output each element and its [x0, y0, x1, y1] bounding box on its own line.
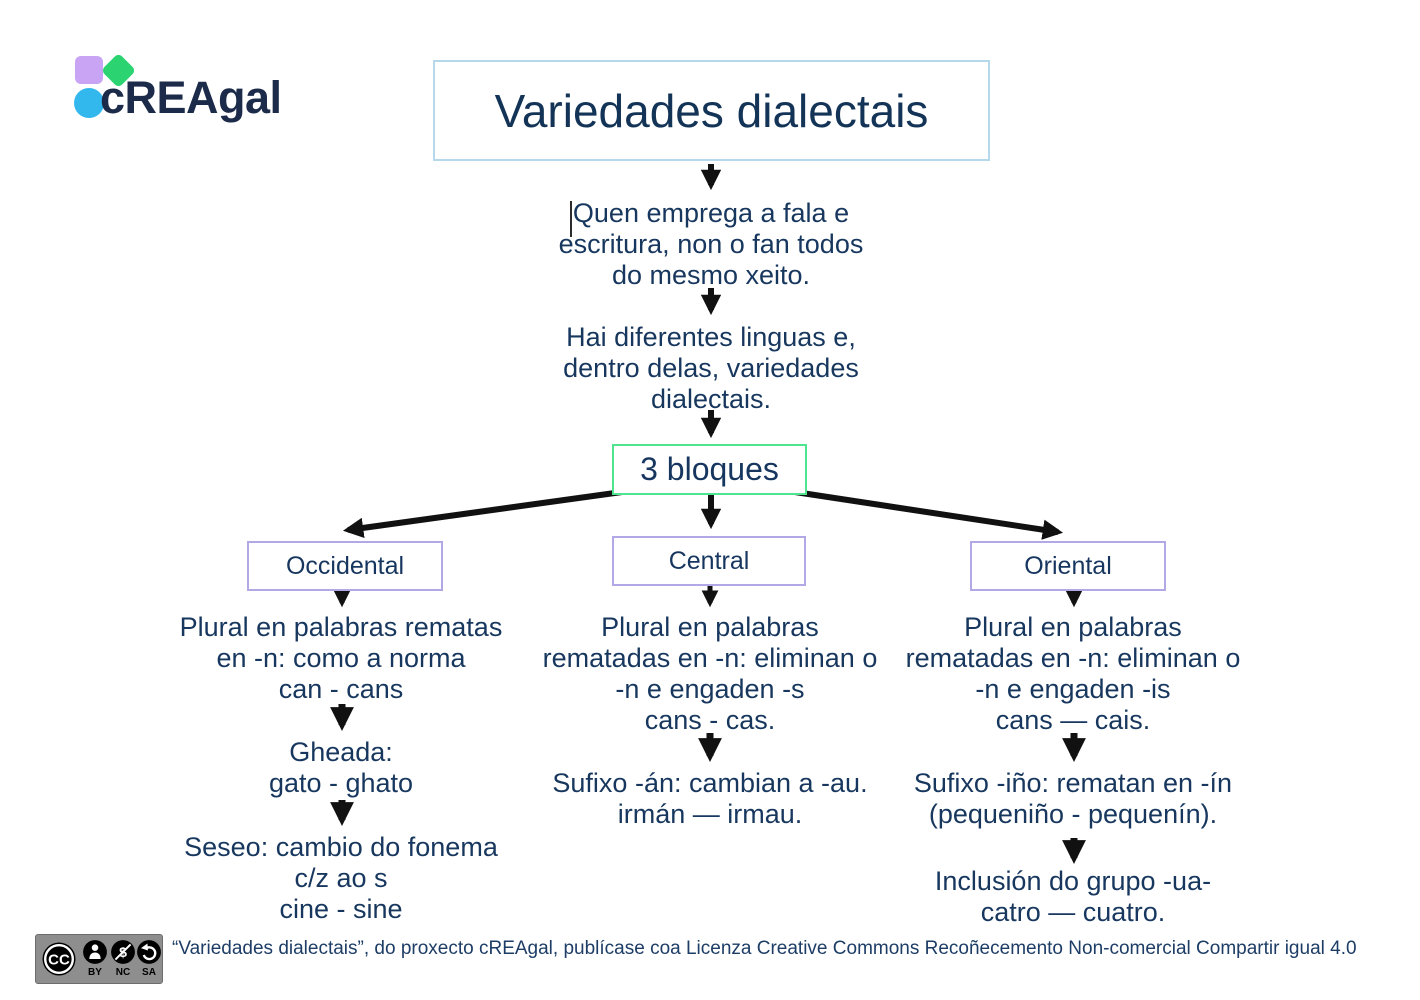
cc-label-by: BY	[88, 967, 102, 978]
branch-label-oriental: Oriental	[1024, 551, 1112, 580]
text-caret	[570, 201, 572, 237]
occidental-node-gheada: Gheada: gato - ghato	[268, 737, 414, 798]
cc-license-badge: CC $ BY NC SA	[35, 934, 163, 984]
svg-text:CC: CC	[48, 952, 70, 969]
bloques-box: 3 bloques	[612, 444, 807, 495]
oriental-node-inclusion: Inclusión do grupo -ua- catro — cuatro.	[934, 866, 1212, 927]
nc-dollar-icon: $	[111, 940, 135, 964]
branch-label-central: Central	[668, 546, 750, 575]
branch-box-occidental: Occidental	[247, 541, 443, 591]
branch-box-central: Central	[612, 536, 806, 586]
cc-icon: CC	[42, 942, 76, 976]
logo-wordmark: cREAgal	[100, 72, 282, 123]
oriental-node-plural: Plural en palabras rematadas en -n: elim…	[905, 612, 1241, 735]
logo-blue-circle-icon	[74, 88, 104, 118]
bloques-label: 3 bloques	[640, 451, 779, 487]
intro-paragraph-1: Quen emprega a fala e escritura, non o f…	[558, 198, 864, 290]
intro-paragraph-2: Hai diferentes linguas e, dentro delas, …	[563, 322, 859, 414]
central-node-sufixo: Sufixo -án: cambian a -au. irmán — irmau…	[552, 768, 868, 829]
by-person-icon	[83, 940, 107, 964]
title-box: Variedades dialectais	[433, 60, 990, 161]
cc-label-nc: NC	[115, 967, 131, 978]
logo-purple-square-icon	[75, 56, 103, 84]
oriental-node-sufixo: Sufixo -iño: rematan en -ín (pequeniño -…	[913, 768, 1233, 829]
cc-label-sa: SA	[142, 967, 156, 978]
branch-box-oriental: Oriental	[970, 541, 1166, 591]
occidental-node-plural: Plural en palabras rematas en -n: como a…	[179, 612, 503, 704]
central-node-plural: Plural en palabras rematadas en -n: elim…	[542, 612, 878, 735]
branch-label-occidental: Occidental	[285, 551, 405, 580]
license-attribution-text: “Variedades dialectais”, do proxecto cRE…	[172, 938, 1357, 959]
sa-arrow-icon	[137, 940, 161, 964]
occidental-node-seseo: Seseo: cambio do fonema c/z ao s cine - …	[184, 832, 498, 924]
page-title: Variedades dialectais	[494, 84, 929, 137]
